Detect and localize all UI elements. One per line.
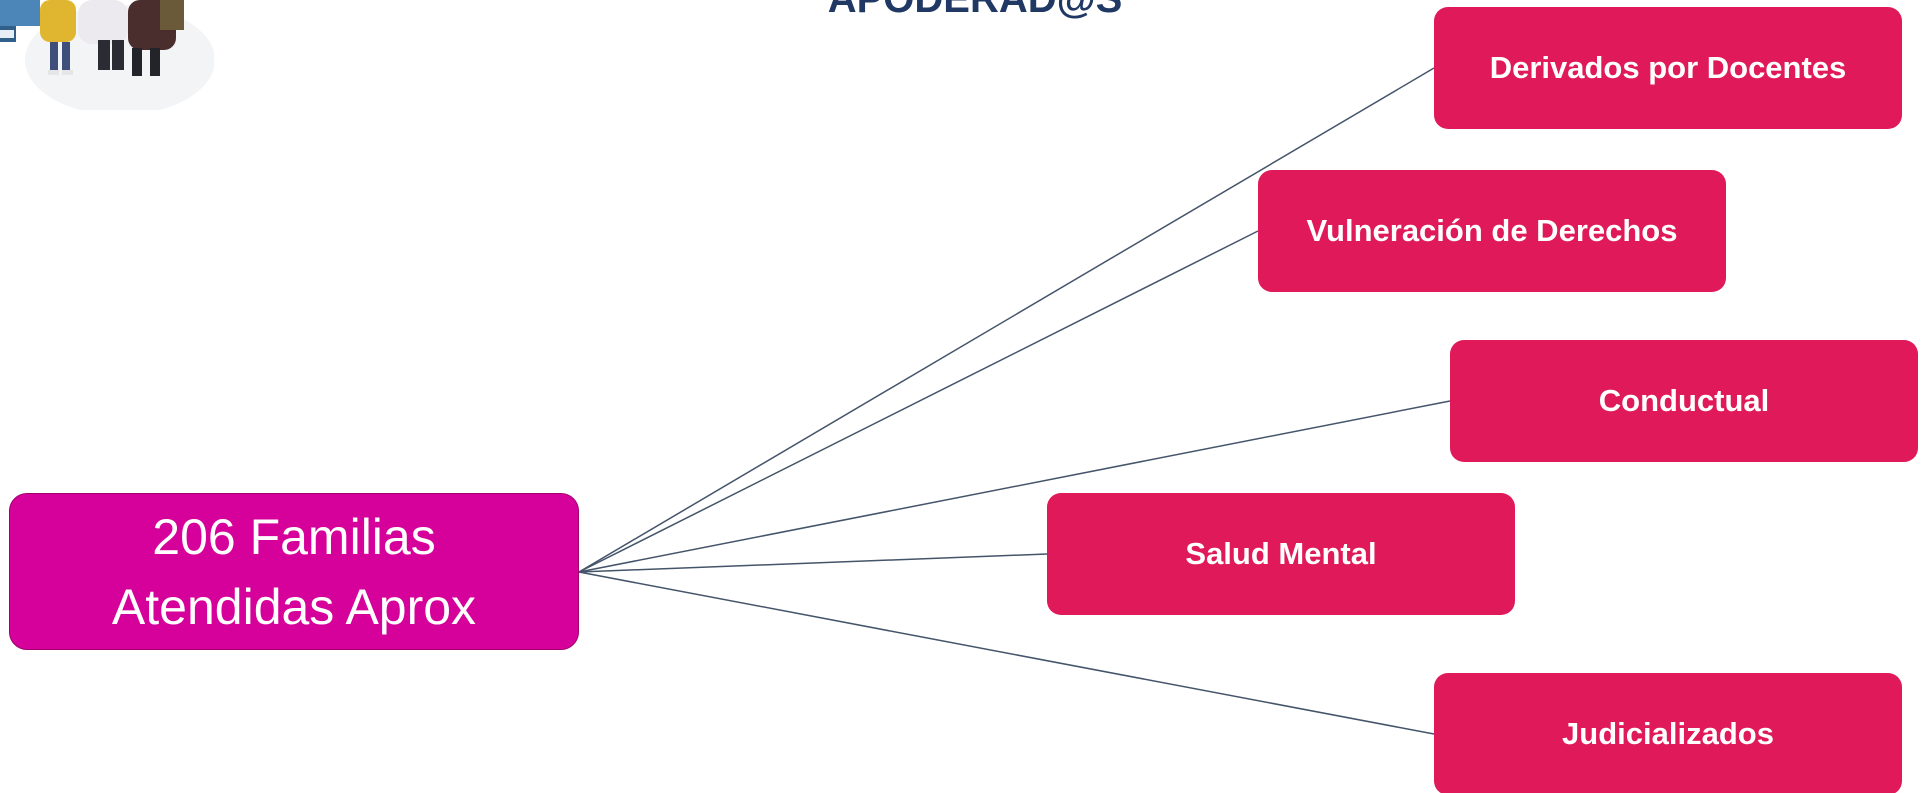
connector-derivados: [578, 67, 1435, 573]
node-vulneracion-de-derechos: Vulneración de Derechos: [1258, 170, 1726, 292]
connector-vulneracion: [578, 230, 1259, 573]
students-photo: [0, 0, 214, 110]
diagram-title: APODERAD@S: [800, 0, 1150, 22]
root-node-line2: Atendidas Aprox: [111, 578, 477, 635]
root-node-line1: 206 Familias: [152, 508, 436, 565]
node-judicializados: Judicializados: [1434, 673, 1902, 793]
node-salud-mental: Salud Mental: [1047, 493, 1515, 615]
connector-judicializados: [578, 571, 1435, 735]
root-node: 206 Familias Atendidas Aprox: [9, 493, 579, 650]
connector-conductual: [578, 400, 1451, 573]
node-conductual: Conductual: [1450, 340, 1918, 462]
node-derivados-por-docentes: Derivados por Docentes: [1434, 7, 1902, 129]
connector-salud-mental: [578, 553, 1048, 573]
